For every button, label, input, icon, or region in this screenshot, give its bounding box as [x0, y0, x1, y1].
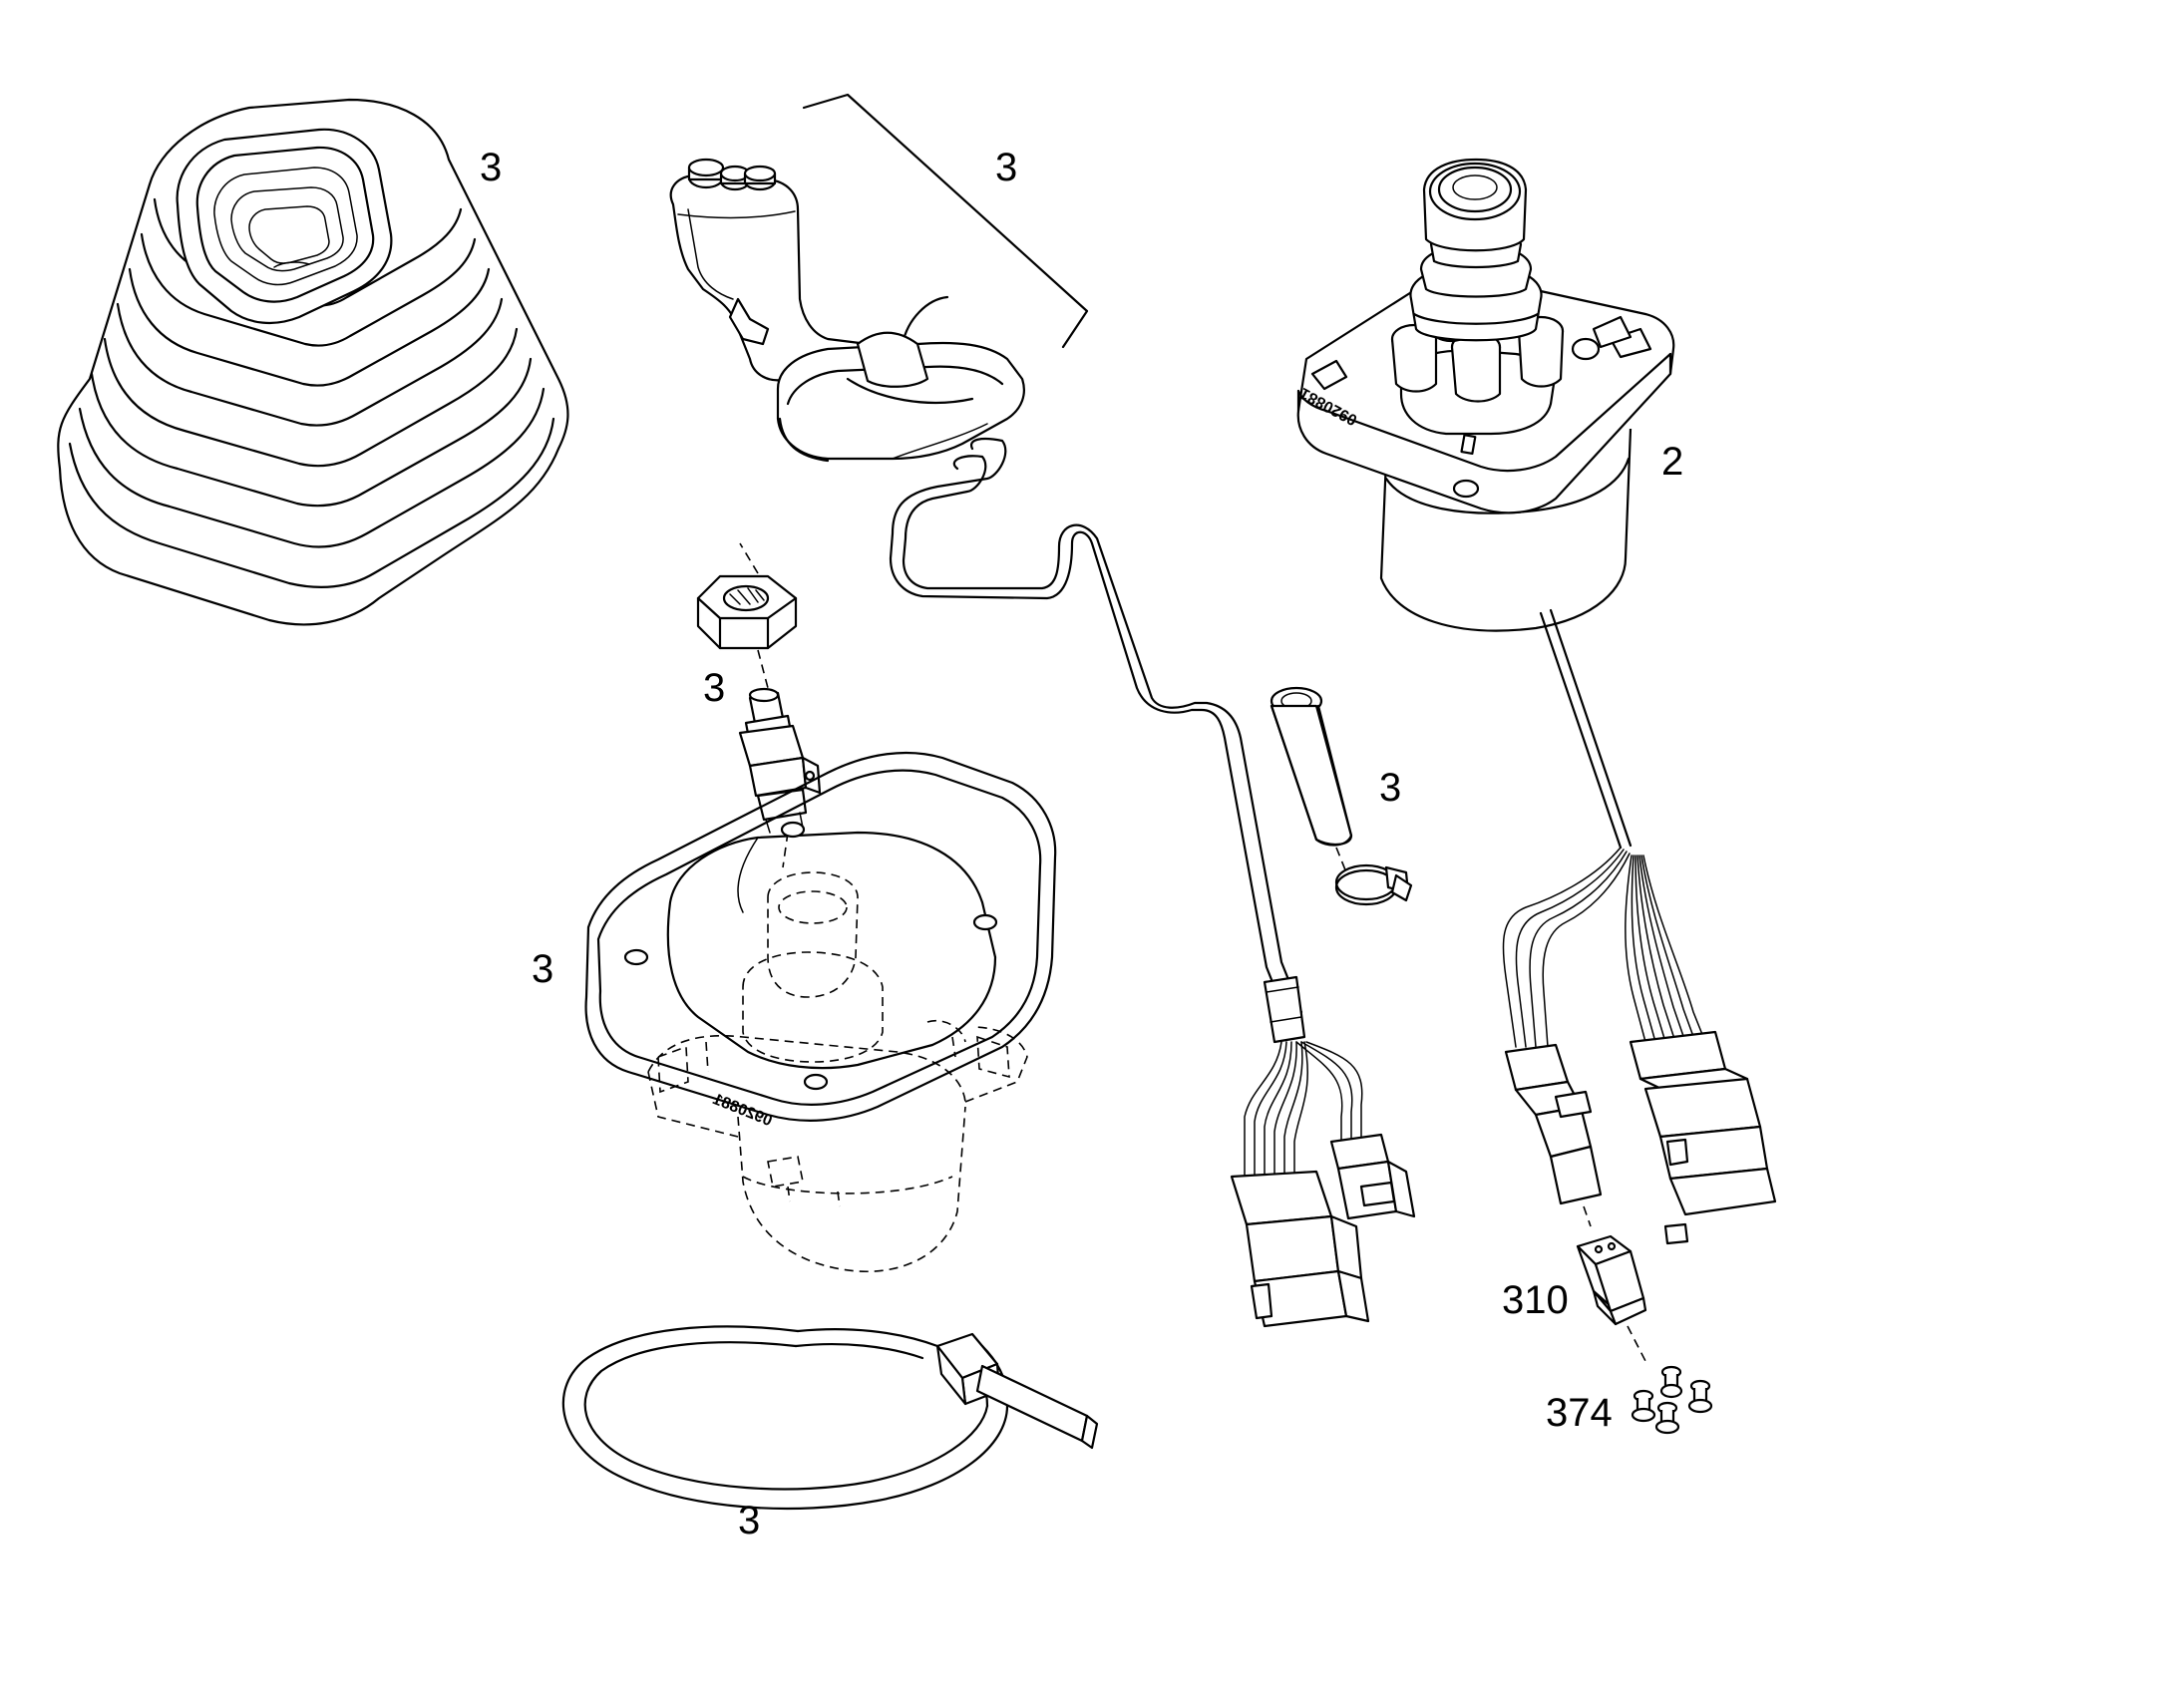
- callout-handle: 3: [995, 146, 1017, 189]
- joystick-base-assembly: 0920881: [1296, 158, 1675, 632]
- stud-switch: [738, 687, 822, 868]
- connector-plug: [1576, 1205, 1647, 1362]
- callout-sleeve: 3: [1379, 766, 1401, 810]
- callout-pins: 374: [1546, 1391, 1613, 1435]
- handle-harness-connectors: [1230, 1041, 1416, 1328]
- callout-connector: 310: [1502, 1278, 1569, 1322]
- contact-pins: [1631, 1365, 1713, 1435]
- cable-strap: [561, 1325, 1099, 1511]
- handle-cable: [889, 438, 1306, 1044]
- hex-nut: [696, 542, 798, 689]
- assembly-harness-connectors: [1502, 608, 1777, 1245]
- rubber-boot: [57, 98, 569, 626]
- joystick-handle: [669, 93, 1089, 463]
- callout-assembly: 2: [1661, 440, 1683, 484]
- callout-plate: 3: [532, 947, 553, 991]
- callout-strap: 3: [738, 1499, 760, 1542]
- callout-boot: 3: [480, 146, 502, 189]
- sleeve-and-clip: [1270, 686, 1413, 906]
- callout-nut: 3: [703, 666, 725, 710]
- mount-plate: 0920881: [584, 751, 1057, 1273]
